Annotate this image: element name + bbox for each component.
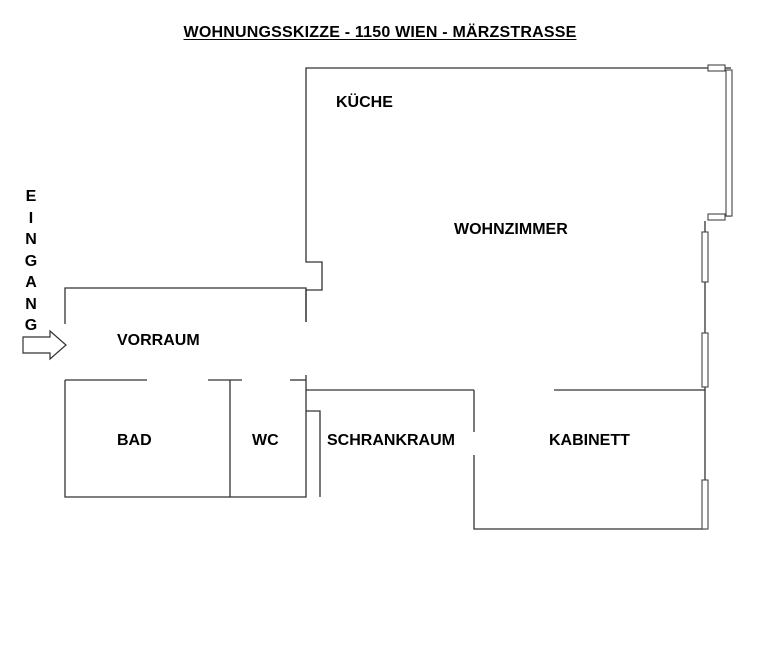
room-label-kueche: KÜCHE bbox=[336, 94, 393, 111]
plan-title: WOHNUNGSSKIZZE - 1150 WIEN - MÄRZSTRASSE bbox=[0, 24, 760, 42]
wall-schrankraum-inner bbox=[306, 410, 321, 497]
entrance-letter: I bbox=[28, 209, 34, 227]
wall-bad-outer bbox=[64, 375, 307, 498]
wall-vorraum-north bbox=[64, 287, 307, 324]
room-label-wohnzimmer: WOHNZIMMER bbox=[454, 221, 568, 238]
wall-kabinett-south bbox=[473, 455, 705, 530]
entrance-letter: G bbox=[24, 317, 38, 334]
window-kabinett bbox=[701, 479, 709, 530]
entrance-letter: G bbox=[24, 252, 38, 270]
window-bay-bottom bbox=[707, 213, 726, 221]
room-label-kabinett: KABINETT bbox=[549, 432, 630, 449]
room-label-wc: WC bbox=[252, 432, 279, 449]
walls bbox=[64, 67, 731, 530]
window-wohnzimmer-south bbox=[701, 332, 709, 388]
entrance-letter: N bbox=[25, 231, 37, 248]
window-wohnzimmer bbox=[701, 231, 709, 283]
entrance-label: E I N G A N G bbox=[23, 186, 39, 337]
plan-title-text: WOHNUNGSSKIZZE - 1150 WIEN - MÄRZSTRASSE bbox=[183, 24, 577, 41]
windows bbox=[701, 64, 733, 530]
window-bay-side bbox=[725, 69, 733, 217]
entrance-letter: E bbox=[25, 188, 37, 205]
window-bay-top bbox=[707, 64, 726, 72]
entrance-arrow-icon bbox=[22, 329, 67, 361]
entrance-letter: A bbox=[25, 274, 37, 291]
entrance-letter: N bbox=[25, 295, 37, 313]
room-label-bad: BAD bbox=[117, 432, 152, 449]
room-label-schrankraum: SCHRANKRAUM bbox=[327, 432, 455, 449]
room-label-vorraum: VORRAUM bbox=[117, 332, 200, 349]
